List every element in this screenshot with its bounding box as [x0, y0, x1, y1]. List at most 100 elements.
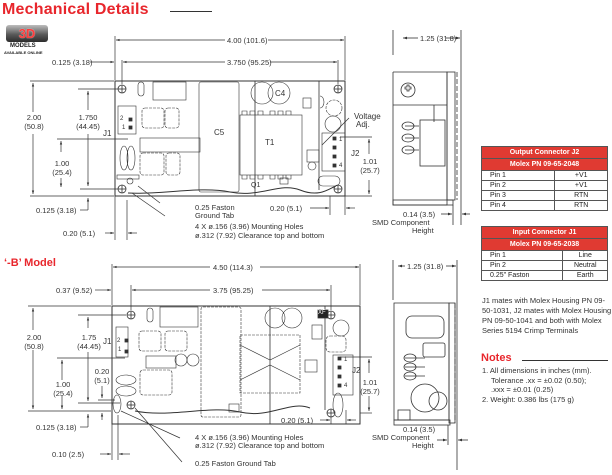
label-faston-2: Ground Tab — [195, 211, 235, 220]
dim-hole-offset-bottom: 0.125 (3.18) — [36, 206, 77, 215]
title-divider — [170, 11, 212, 12]
dim-j2-height: 1.01(25.7) — [358, 157, 382, 175]
standard-side-view — [392, 30, 470, 225]
input-connector-table: Input Connector J1 Molex PN 09-65-2038 P… — [480, 226, 608, 281]
pin-function: +V1 — [554, 180, 608, 191]
notes-divider — [522, 360, 608, 361]
dim-pin1-height-in: 1.00 — [54, 159, 70, 168]
label-faston-1: 0.25 Faston — [195, 203, 235, 212]
standard-components — [116, 81, 346, 194]
pin-name: Pin 2 — [480, 260, 564, 271]
label-j2-pin1: 1 — [339, 137, 343, 143]
b-label-mounting-1: 4 X ø.156 (3.96) Mounting Holes — [195, 433, 304, 442]
pin-function: RTN — [554, 200, 608, 211]
b-label-faston: 0.25 Faston Ground Tab — [195, 459, 276, 468]
dim-smd-height: 0.14 (3.5) — [403, 210, 436, 219]
dim-pin1-height-mm: (25.4) — [52, 168, 72, 177]
b-dim-j2-height-in: 1.01 — [362, 378, 378, 387]
label-voltage-adj-2: Adj. — [356, 120, 370, 129]
b-dim-faston-offset: 0.10 (2.5) — [52, 450, 85, 459]
b-model-components — [112, 306, 354, 418]
b-dim-j1-height-in: 1.75 — [81, 333, 97, 342]
pin-function: +V1 — [554, 170, 608, 181]
label-voltage-adj-1: Voltage — [354, 112, 381, 121]
dim-pin1-height: 1.00(25.4) — [49, 159, 75, 177]
pin-name: Pin 3 — [480, 190, 556, 201]
b-label-xf: XF — [318, 310, 326, 316]
label-j2-pin4: 4 — [339, 163, 343, 169]
b-dim-pin1-height-mm: (25.4) — [53, 389, 73, 398]
smd-label-1: SMD Component — [372, 218, 430, 227]
label-t1: T1 — [265, 138, 275, 147]
b-dim-side-width: 1.25 (31.8) — [407, 262, 444, 271]
pin-name: Pin 1 — [480, 250, 564, 261]
3d-badge-label: 3D — [18, 26, 36, 41]
dim-overall-length: 4.00 (101.6) — [227, 36, 268, 45]
label-j1-pin2: 2 — [120, 116, 124, 122]
b-dim-j2-height: 1.01(25.7) — [358, 378, 382, 396]
b-dim-j2-height-mm: (25.7) — [360, 387, 380, 396]
dim-j1-height: 1.750(44.45) — [72, 113, 104, 131]
dim-hole-offset-left: 0.125 (3.18) — [52, 58, 93, 67]
label-j1-pin1: 1 — [122, 125, 126, 131]
dim-hole-spacing: 3.750 (95.25) — [227, 58, 272, 67]
label-c5: C5 — [214, 128, 225, 137]
b-label-j2: J2 — [352, 366, 361, 375]
b-smd-label-1: SMD Component — [372, 433, 430, 442]
dim-side-width: 1.25 (31.8) — [420, 34, 457, 43]
mating-connectors-text: J1 mates with Molex Housing PN 09-50-103… — [482, 296, 612, 335]
label-c4: C4 — [275, 89, 286, 98]
b-model-side-view — [392, 260, 468, 470]
b-model-board-outline — [111, 305, 361, 425]
output-connector-part: Molex PN 09-65-2048 — [481, 158, 608, 171]
b-dim-right-hole-offset: 0.20 (5.1) — [281, 416, 314, 425]
dim-j2-height-mm: (25.7) — [360, 166, 380, 175]
notes-title: Notes — [481, 352, 512, 364]
3d-models-badge[interactable]: 3D — [6, 25, 48, 42]
input-connector-part: Molex PN 09-65-2038 — [481, 238, 608, 251]
b-label-j2-pin4: 4 — [344, 383, 348, 389]
smd-label-2: Height — [412, 226, 434, 235]
pin-function: Neutral — [562, 260, 608, 271]
b-xf-marker — [317, 309, 329, 319]
label-mounting-1: 4 X ø.156 (3.96) Mounting Holes — [195, 222, 304, 231]
pin-name: Pin 1 — [480, 170, 556, 181]
notes-list: 1. All dimensions in inches (mm). Tolera… — [482, 366, 612, 404]
label-j2: J2 — [351, 149, 360, 158]
b-dim-j1-height-mm: (44.45) — [77, 342, 101, 351]
page-title: Mechanical Details — [2, 1, 149, 18]
dim-j1-height-mm: (44.45) — [76, 122, 100, 131]
b-dim-faston-height-mm: (5.1) — [94, 376, 110, 385]
b-dim-hole-spacing: 3.75 (95.25) — [213, 286, 254, 295]
b-dim-pin1-height-in: 1.00 — [55, 380, 71, 389]
b-dim-overall-length: 4.50 (114.3) — [213, 263, 253, 272]
note-line: 2. Weight: 0.386 lbs (175 g) — [482, 394, 574, 404]
badge-models-text: MODELS — [10, 43, 36, 49]
b-dim-overall-height-in: 2.00 — [26, 333, 42, 342]
pin-function: RTN — [554, 190, 608, 201]
b-label-j1-pin2: 2 — [117, 338, 121, 344]
dim-overall-height: 2.00(50.8) — [20, 113, 48, 131]
dim-overall-height-mm: (50.8) — [24, 122, 44, 131]
pin-function: Line — [562, 250, 608, 261]
label-q1: Q1 — [251, 182, 261, 189]
b-dim-faston-height: 0.20(5.1) — [92, 367, 112, 385]
pin-name: Pin 2 — [480, 180, 556, 191]
b-dim-overall-height-mm: (50.8) — [24, 342, 44, 351]
note-line: Tolerance .xx = ±0.02 (0.50); — [491, 375, 587, 385]
dim-overall-height-in: 2.00 — [26, 113, 42, 122]
b-dim-hole-offset-bottom: 0.125 (3.18) — [36, 423, 77, 432]
dim-faston-offset: 0.20 (5.1) — [63, 229, 96, 238]
b-model-mounting-holes — [126, 310, 336, 418]
b-dim-j1-height: 1.75(44.45) — [73, 333, 105, 351]
pin-row: Pin 1+V1 — [480, 170, 608, 181]
note-line: 1. All dimensions in inches (mm). — [482, 366, 592, 375]
b-label-j2-pin1: 1 — [344, 357, 348, 363]
b-dim-faston-height-in: 0.20 — [94, 367, 110, 376]
dim-j1-height-in: 1.750 — [78, 113, 98, 122]
standard-dimension-lines — [30, 36, 372, 240]
